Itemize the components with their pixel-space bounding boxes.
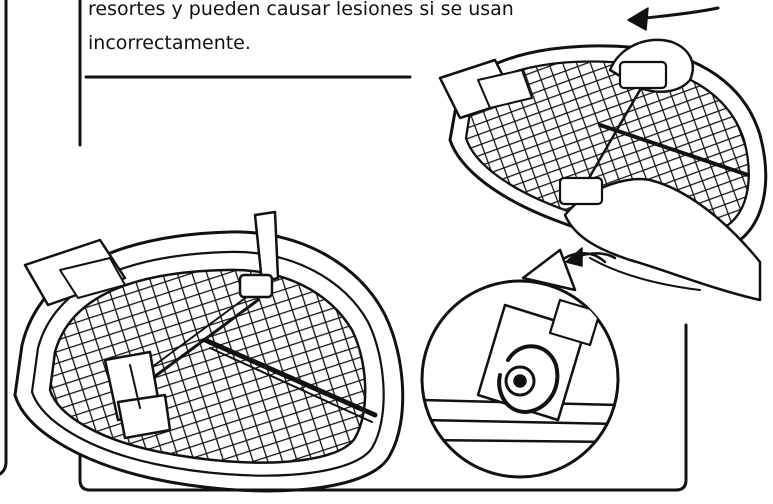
- mat-large: [13, 210, 405, 493]
- frame-lines: [0, 0, 688, 492]
- warning-caption: resortes y pueden causar lesiones si se …: [88, 0, 514, 60]
- detail-callout: [420, 248, 620, 479]
- caption-line-2: incorrectamente.: [88, 32, 251, 54]
- caption-line-1: resortes y pueden causar lesiones si se …: [88, 0, 514, 20]
- mat-top-right: [438, 6, 768, 302]
